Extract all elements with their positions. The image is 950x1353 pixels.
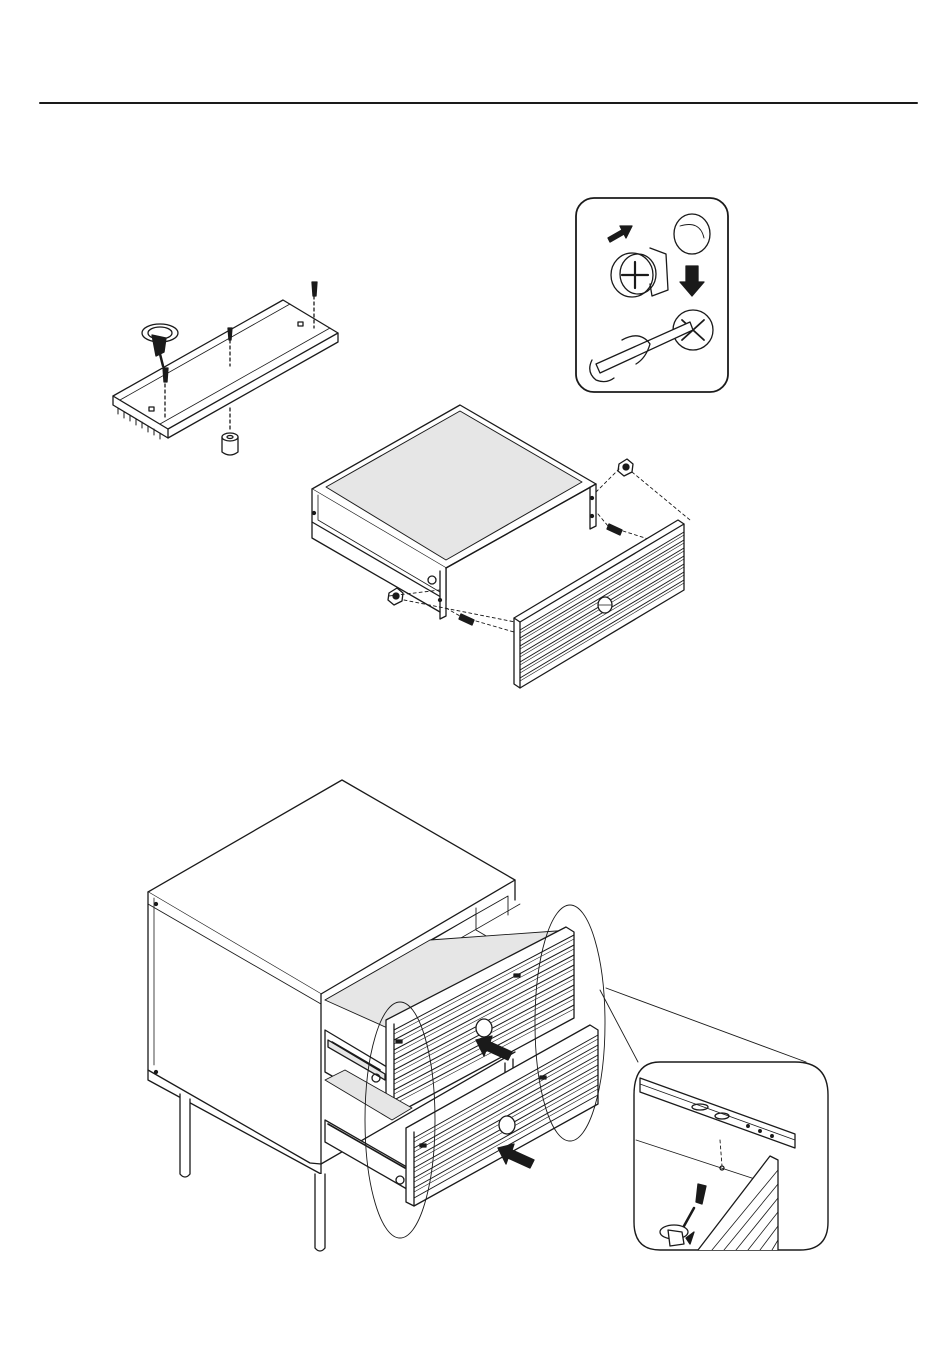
drawer-knob <box>499 1116 515 1134</box>
drawer-knob <box>598 597 612 613</box>
step-drawer-bottom-and-front <box>113 198 728 688</box>
drawer-slide-detail-inset <box>634 1062 828 1250</box>
screwdriver-icon <box>142 324 178 366</box>
step-insert-drawers <box>148 780 828 1251</box>
cam-lock-icon <box>222 433 238 455</box>
slatted-drawer-front <box>514 520 684 688</box>
drawer-knob <box>476 1019 492 1037</box>
drawer-box <box>312 405 596 619</box>
drawer-bottom-panel <box>113 296 338 439</box>
cam-lock-detail-inset <box>576 198 728 392</box>
